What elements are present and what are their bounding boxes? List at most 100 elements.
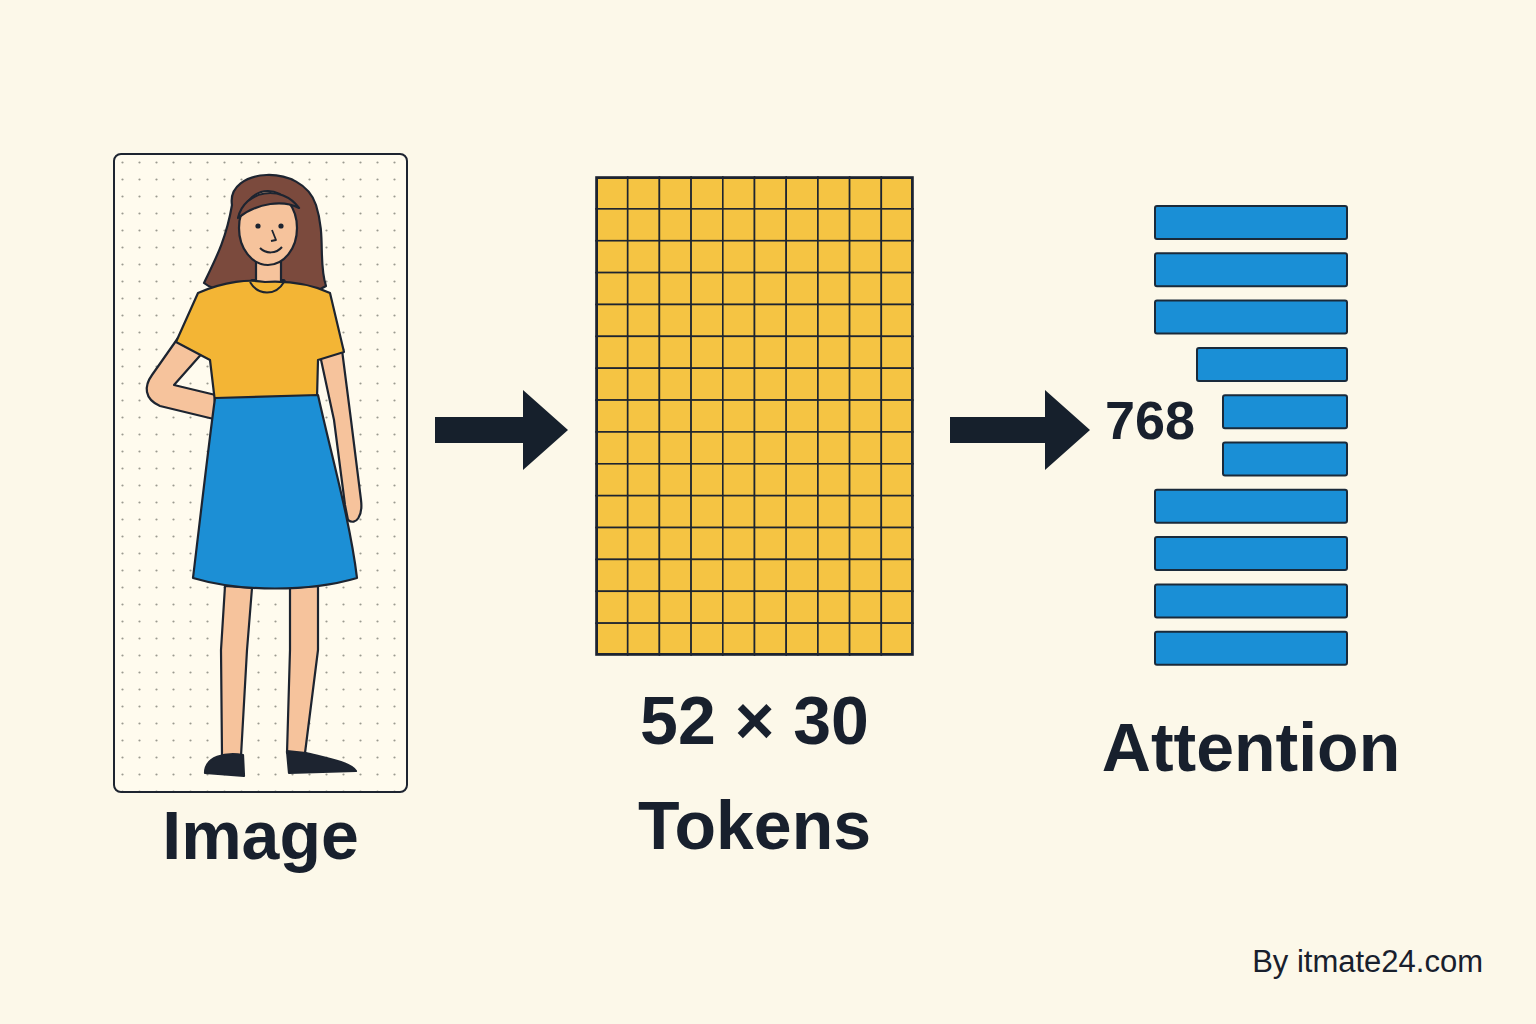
token-cell	[850, 304, 882, 336]
skirt	[193, 395, 357, 589]
token-cell	[881, 273, 913, 305]
panel-ground	[114, 154, 407, 792]
attention-bar	[1155, 584, 1347, 617]
token-cell	[596, 177, 628, 209]
token-cell	[818, 432, 850, 464]
token-cell	[850, 591, 882, 623]
token-cell	[786, 336, 818, 368]
watermark: By itmate24.com	[1252, 946, 1483, 977]
token-cell	[850, 177, 882, 209]
woman-figure	[147, 175, 362, 776]
flow-arrow	[950, 417, 1046, 443]
token-cell	[723, 400, 755, 432]
node-label: Image	[162, 801, 359, 869]
token-cell	[755, 209, 787, 241]
token-cell	[755, 591, 787, 623]
attention-bar	[1155, 537, 1347, 570]
token-cell	[628, 528, 660, 560]
token-cell	[596, 623, 628, 655]
token-cell	[628, 336, 660, 368]
token-cell	[850, 623, 882, 655]
shirt	[176, 281, 344, 402]
token-cell	[691, 336, 723, 368]
token-cell	[786, 591, 818, 623]
node-sublabel: Tokens	[638, 791, 871, 859]
attention-bar	[1155, 632, 1347, 665]
token-cell	[628, 496, 660, 528]
token-cell	[628, 241, 660, 273]
token-cell	[596, 368, 628, 400]
shoe	[287, 751, 356, 773]
token-cell	[881, 368, 913, 400]
token-cell	[596, 464, 628, 496]
token-cell	[596, 304, 628, 336]
token-cell	[596, 496, 628, 528]
token-cell	[786, 209, 818, 241]
token-cell	[596, 336, 628, 368]
image-panel: Image	[113, 153, 408, 793]
token-cell	[755, 241, 787, 273]
token-cell	[596, 400, 628, 432]
token-cell	[659, 177, 691, 209]
token-cell	[659, 400, 691, 432]
token-cell	[755, 273, 787, 305]
attention-bar	[1155, 490, 1347, 523]
token-cell	[881, 241, 913, 273]
token-cell	[691, 528, 723, 560]
token-cell	[723, 209, 755, 241]
token-cell	[596, 209, 628, 241]
token-cell	[659, 559, 691, 591]
token-cell	[818, 400, 850, 432]
attention-bar	[1197, 348, 1347, 381]
token-cell	[628, 304, 660, 336]
token-cell	[786, 464, 818, 496]
token-cell	[659, 304, 691, 336]
token-cell	[755, 528, 787, 560]
node-label: 52 × 30	[640, 686, 869, 754]
token-cell	[723, 241, 755, 273]
token-cell	[628, 623, 660, 655]
token-cell	[628, 559, 660, 591]
attention-bar	[1223, 395, 1347, 428]
token-cell	[786, 368, 818, 400]
token-cell	[850, 528, 882, 560]
token-cell	[786, 559, 818, 591]
token-cell	[628, 209, 660, 241]
token-cell	[723, 496, 755, 528]
token-cell	[628, 400, 660, 432]
token-cell	[755, 432, 787, 464]
token-cell	[691, 623, 723, 655]
token-cell	[850, 464, 882, 496]
token-cell	[850, 273, 882, 305]
token-cell	[659, 591, 691, 623]
token-cell	[723, 432, 755, 464]
token-cell	[818, 496, 850, 528]
token-cell	[691, 496, 723, 528]
token-cell	[818, 273, 850, 305]
token-cell	[691, 273, 723, 305]
token-cell	[596, 591, 628, 623]
token-cell	[691, 304, 723, 336]
token-cell	[659, 432, 691, 464]
token-cell	[628, 464, 660, 496]
token-cell	[691, 177, 723, 209]
attention-bar	[1155, 301, 1347, 334]
token-cell	[659, 528, 691, 560]
token-cell	[755, 559, 787, 591]
token-cell	[881, 400, 913, 432]
token-cell	[723, 336, 755, 368]
token-cell	[755, 464, 787, 496]
token-cell	[881, 209, 913, 241]
token-cell	[850, 559, 882, 591]
token-cell	[691, 209, 723, 241]
token-cell	[786, 273, 818, 305]
token-cell	[818, 464, 850, 496]
token-cell	[850, 400, 882, 432]
token-cell	[818, 209, 850, 241]
token-cell	[881, 496, 913, 528]
token-cell	[691, 368, 723, 400]
collar	[250, 282, 284, 293]
attention-bar	[1155, 253, 1347, 286]
token-cell	[786, 400, 818, 432]
token-cell	[786, 177, 818, 209]
